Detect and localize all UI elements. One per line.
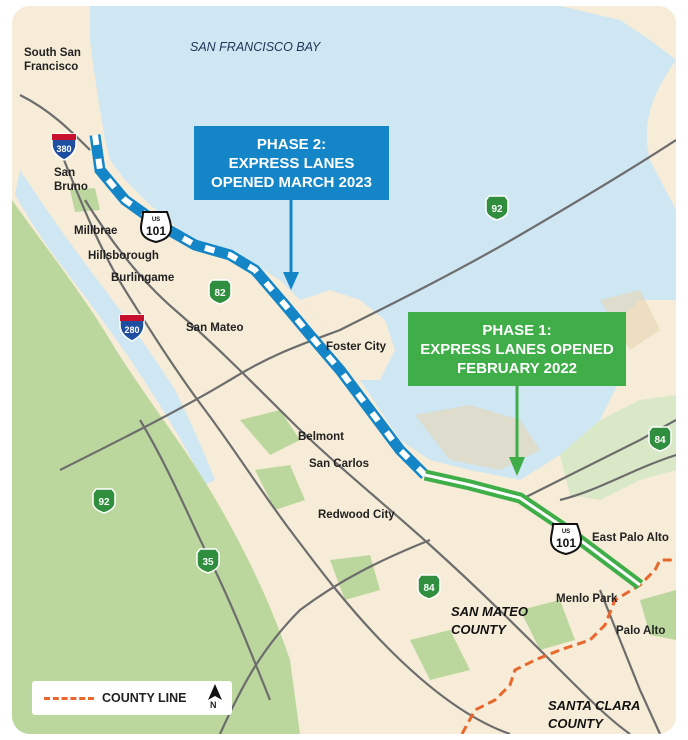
park-patch-2	[255, 465, 305, 510]
label-south-san-francisco-2: Francisco	[24, 61, 78, 73]
road-i280	[58, 149, 511, 734]
north-arrow-icon	[208, 684, 222, 700]
phase2-line-2: EXPRESS LANES	[228, 154, 355, 172]
label-san-mateo-county-1: SAN MATEO	[451, 604, 528, 619]
sr92-shield-east: 92	[485, 195, 509, 221]
phase1-line-3: FEBRUARY 2022	[456, 359, 578, 377]
phase2-express-lane-dashes	[92, 134, 428, 478]
sr82-number: 82	[214, 288, 226, 299]
label-redwood-city: Redwood City	[318, 509, 395, 521]
label-hillsborough: Hillsborough	[88, 250, 159, 262]
us101-shield-north: US 101	[139, 211, 173, 244]
sr84-number-south: 84	[423, 583, 435, 594]
label-san-bruno-1: San	[54, 167, 75, 179]
label-santa-clara-county-2: COUNTY	[548, 716, 604, 731]
label-san-mateo: San Mateo	[186, 322, 244, 334]
park-patch-3	[330, 555, 380, 600]
phase1-line-1: PHASE 1:	[482, 321, 552, 339]
road-sr84-east	[519, 419, 676, 501]
label-burlingame: Burlingame	[111, 272, 174, 284]
sr84-shield-south: 84	[417, 574, 441, 600]
road-sr92	[59, 139, 676, 471]
park-patch-7	[640, 590, 676, 640]
i280-shield: 280	[119, 314, 145, 342]
road-north	[19, 94, 91, 151]
phase2-line-1: PHASE 2:	[256, 135, 327, 153]
label-san-mateo-county-2: COUNTY	[451, 622, 507, 637]
sr92-number-east: 92	[491, 204, 503, 215]
road-sr84-west	[218, 538, 431, 734]
us101-shield-south: US 101	[549, 523, 583, 556]
phase2-arrow	[283, 200, 299, 290]
water-label: SAN FRANCISCO BAY	[190, 40, 322, 54]
county-line-swatch	[44, 697, 94, 700]
park-patch-1	[240, 410, 300, 455]
us101-prefix-south: US	[562, 529, 570, 535]
east-bay-land	[650, 150, 676, 210]
label-east-palo-alto: East Palo Alto	[592, 532, 669, 544]
baylands-marsh	[560, 395, 676, 500]
i380-shield: 380	[51, 133, 77, 161]
us101-prefix-north: US	[152, 217, 160, 223]
sr35-number: 35	[202, 557, 214, 568]
road-dumbarton	[559, 453, 676, 502]
label-san-carlos: San Carlos	[309, 458, 369, 470]
salt-pond	[415, 405, 540, 470]
salt-pond-east	[600, 290, 660, 350]
phase1-line-2: EXPRESS LANES OPENED	[420, 340, 614, 358]
phase1-express-lane-centerline	[424, 473, 641, 587]
label-belmont: Belmont	[298, 431, 344, 443]
us101-number-north: 101	[146, 224, 166, 238]
sr92-number-west: 92	[98, 497, 110, 508]
label-san-bruno-2: Bruno	[54, 181, 88, 193]
east-bay-shore	[560, 6, 676, 60]
sr92-shield-west: 92	[92, 488, 116, 514]
i280-shield-number: 280	[124, 325, 139, 335]
sr82-shield: 82	[208, 279, 232, 305]
crystal-springs-reservoir	[15, 170, 215, 485]
map-legend: COUNTY LINE N	[32, 681, 232, 715]
road-el-camino	[84, 199, 631, 734]
label-south-san-francisco-1: South San	[24, 47, 81, 59]
phase1-callout: PHASE 1: EXPRESS LANES OPENED FEBRUARY 2…	[408, 312, 626, 386]
label-santa-clara-county-1: SANTA CLARA	[548, 698, 640, 713]
label-foster-city: Foster City	[326, 341, 387, 353]
us101-number-south: 101	[556, 536, 576, 550]
north-label: N	[210, 700, 217, 710]
label-millbrae: Millbrae	[74, 225, 117, 237]
phase2-callout: PHASE 2: EXPRESS LANES OPENED MARCH 2023	[194, 126, 389, 200]
sr84-shield-east: 84	[648, 426, 672, 452]
park-patch-4	[410, 630, 470, 680]
foster-city-land	[300, 290, 395, 380]
i380-shield-number: 380	[56, 144, 71, 154]
park-patch-5	[520, 600, 575, 650]
label-palo-alto: Palo Alto	[616, 625, 665, 637]
sr35-shield: 35	[196, 548, 220, 574]
sr84-number-east: 84	[654, 435, 666, 446]
phase2-line-3: OPENED MARCH 2023	[211, 173, 372, 191]
label-menlo-park: Menlo Park	[556, 593, 618, 605]
county-line-label: COUNTY LINE	[102, 691, 187, 705]
phase1-arrow	[509, 386, 525, 476]
